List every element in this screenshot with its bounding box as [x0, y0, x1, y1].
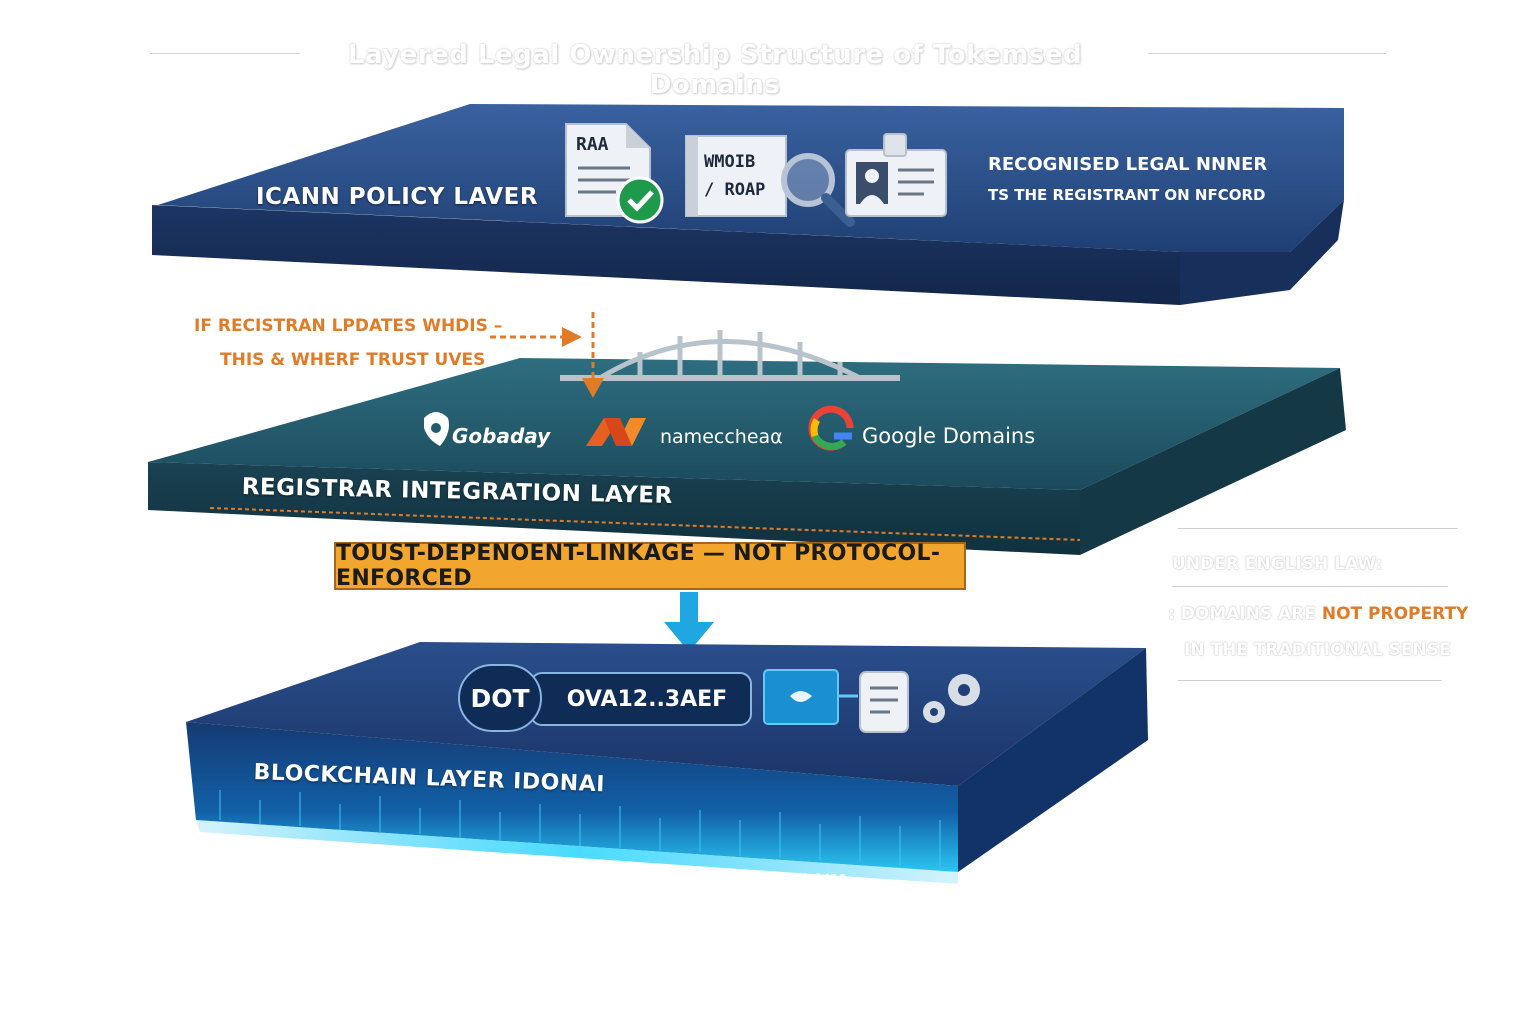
title-rule-left: [150, 53, 300, 54]
side-note-line1: : DOMAINS ARE NOT PROPERTY: [1168, 604, 1468, 624]
whois-label-line2: / ROAP: [704, 180, 766, 200]
side-rule-top: [1178, 528, 1458, 529]
godaddy-logo-icon: [424, 412, 449, 446]
side-note-highlight: NOT PROPERTY: [1321, 604, 1469, 624]
side-rule-middle: [1172, 586, 1448, 587]
magnifier-icon: [781, 153, 855, 227]
id-card-icon: [845, 133, 947, 217]
side-note-line2: IN THE TRADITIONAL SENSE: [1184, 640, 1451, 660]
registrar-godaddy: Gobaday: [452, 424, 551, 448]
down-arrow-icon: [664, 592, 714, 652]
english-law-note: UNDER ENGLISH LAW: : DOMAINS ARE NOT PRO…: [1168, 524, 1468, 684]
owner-note-line1: RECOGNISED LEGAL NNNER: [988, 154, 1268, 175]
google-logo-icon: [808, 405, 854, 451]
warning-note-line2: THIS & WHERF TRUST UVES: [220, 350, 486, 370]
warning-arrow-icon: [490, 312, 604, 398]
title-rule-right: [1148, 53, 1386, 54]
namecheap-logo-icon: [586, 418, 646, 446]
whois-document-icon: [685, 135, 787, 217]
trust-linkage-banner: TOUST-DEPENOENT-LINKAGE — NOT PROTOCOL-E…: [334, 541, 966, 591]
warning-note-line1: IF RECISTRAN LPDATES WHDIS –: [194, 316, 503, 336]
whois-label-line1: WMOIB: [704, 152, 756, 172]
diagram-title: Layered Legal Ownership Structure of Tok…: [347, 40, 1083, 100]
data-stream-pattern: [219, 790, 941, 868]
side-note-line1-prefix: : DOMAINS ARE: [1168, 604, 1316, 624]
wallet-icon: [763, 669, 858, 725]
side-note-heading: UNDER ENGLISH LAW:: [1172, 554, 1383, 574]
token-address-pill: OVA12..3AEF: [530, 672, 752, 726]
policy-layer-label: ICANN POLICY LAVER: [256, 184, 539, 210]
gears-icon: [923, 674, 980, 723]
owner-note-line2: TS THE REGISTRANT ON NFCORD: [988, 186, 1266, 204]
side-rule-bottom: [1178, 680, 1442, 681]
registrar-layer-slab: [148, 358, 1346, 555]
document-check-icon: [565, 123, 664, 224]
registrar-namecheap: nameccheaα: [660, 426, 783, 448]
bridge-icon: [560, 330, 900, 381]
registrar-google-domains: Google Domains: [862, 424, 1036, 448]
raa-label: RAA: [576, 134, 609, 155]
token-symbol-pill: DOT: [458, 664, 542, 732]
scroll-icon: [859, 671, 909, 733]
